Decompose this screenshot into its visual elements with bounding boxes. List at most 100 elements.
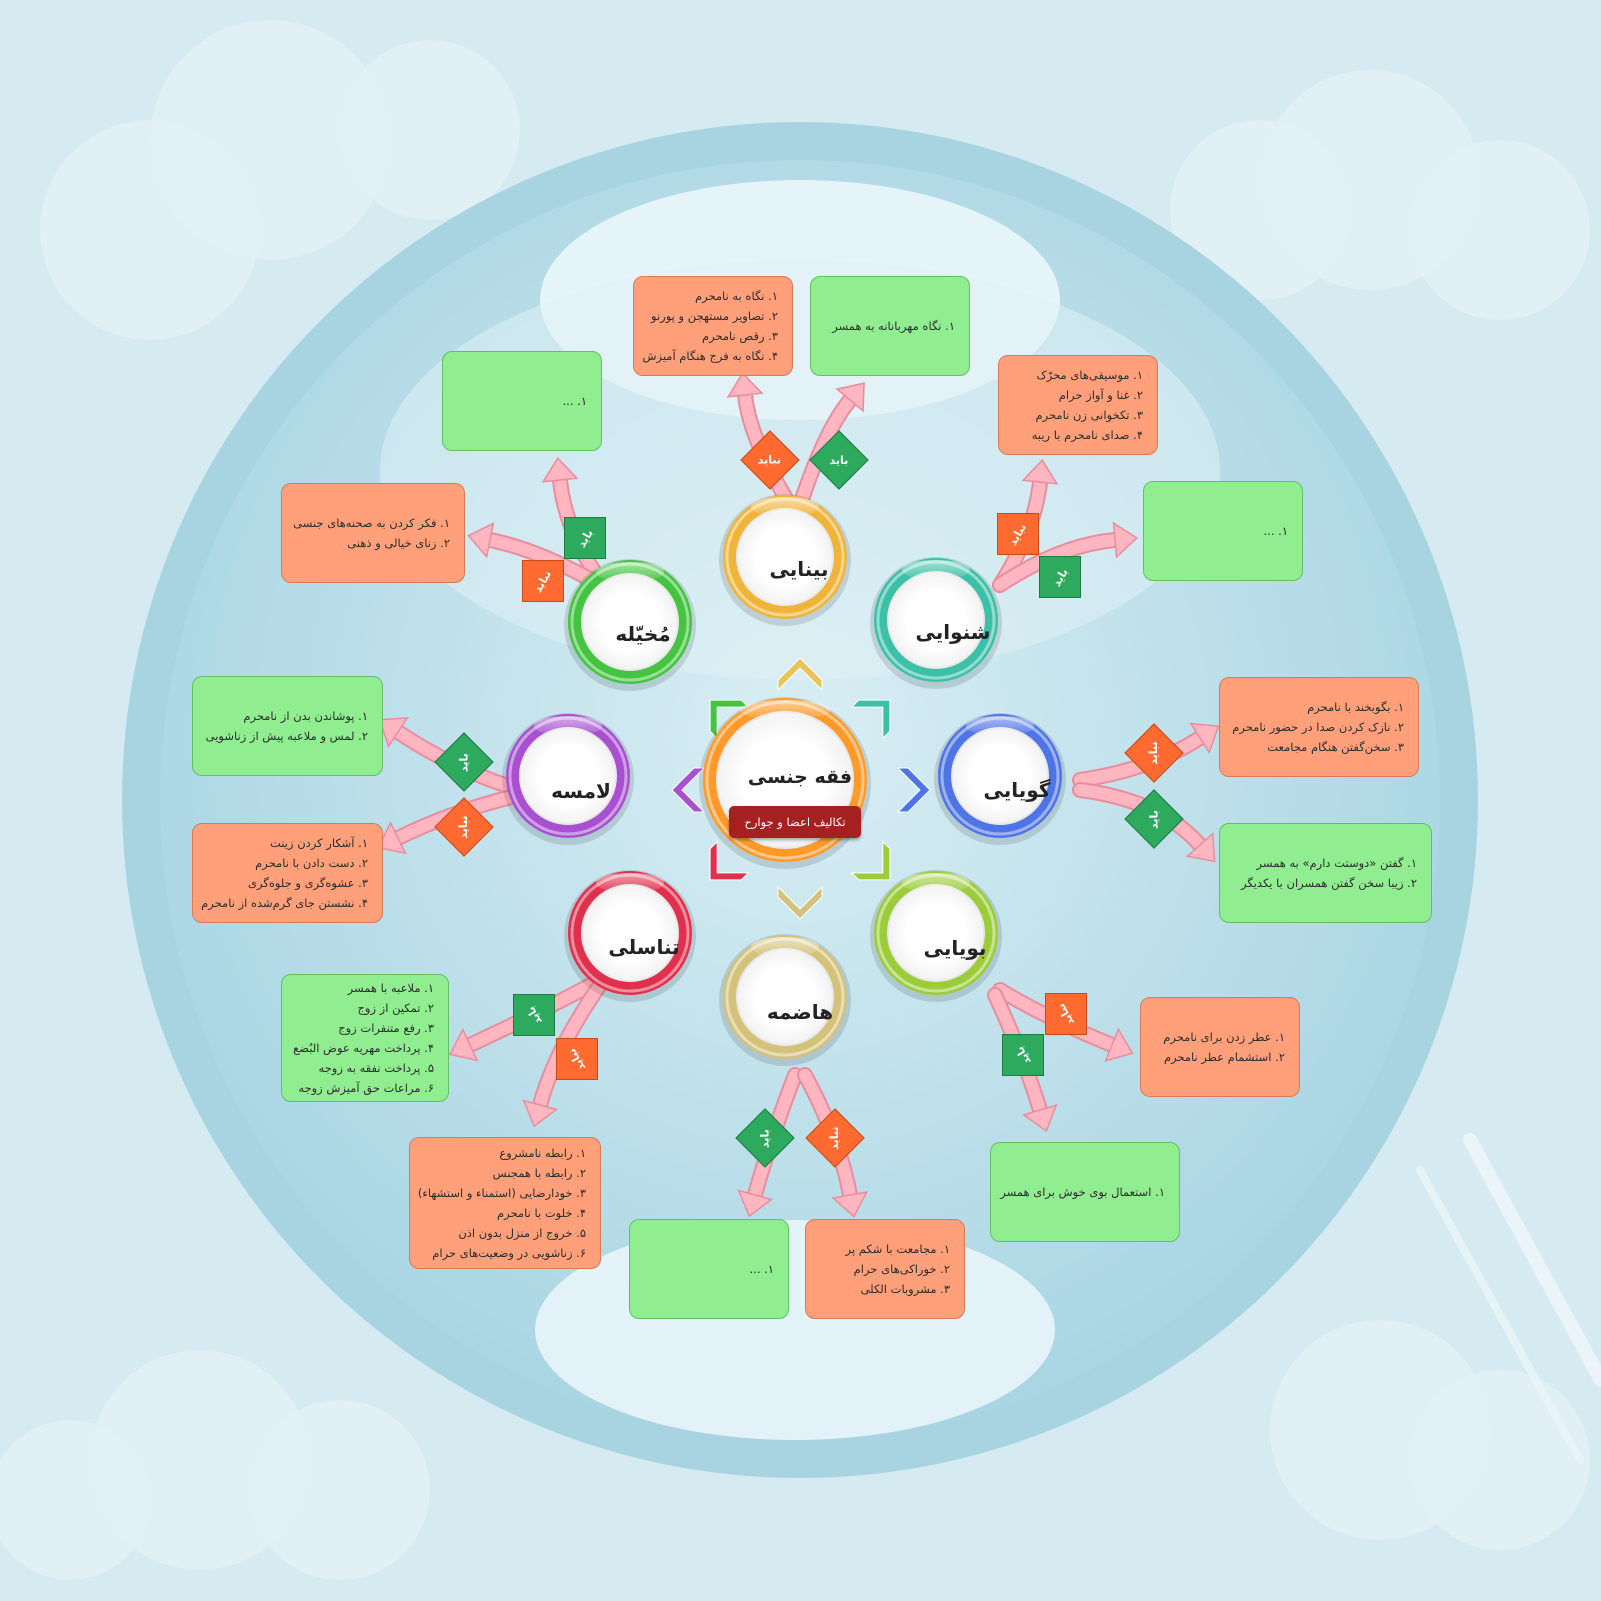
box-item: ۲. لمس و ملاعبه پیش از زناشویی xyxy=(205,729,368,743)
tag-text: باید xyxy=(1012,1043,1034,1067)
speech-node-gloss xyxy=(965,716,1035,736)
arrow-head xyxy=(831,1190,869,1218)
tag-reproductive-must: باید xyxy=(513,994,555,1036)
box-item: ۱. ... xyxy=(749,1262,774,1276)
cloud-shape xyxy=(40,120,260,340)
box-item: ۲. تمکین از زوج xyxy=(357,1001,434,1015)
box-item: ۴. نگاه به فرج هنگام آمیزش xyxy=(642,349,778,363)
box-item: ۳. رقص نامحرم xyxy=(701,329,778,343)
direction-chevron xyxy=(777,657,823,692)
box-item: ۲. زیبا سخن گفتن همسران با یکدیگر xyxy=(1241,876,1417,890)
digestion-node-face xyxy=(736,948,834,1046)
light-streak xyxy=(1463,1133,1601,1387)
cloud-shape xyxy=(1410,140,1590,320)
chevron-shape xyxy=(850,840,891,881)
arrow-head xyxy=(522,1099,559,1128)
digestion-node-gloss xyxy=(750,937,820,957)
chevron-shape xyxy=(709,840,750,881)
box-item: ۱. ... xyxy=(1263,524,1288,538)
hearing-must-box: ۱. ... xyxy=(1143,481,1303,581)
box-item: ۵. خروج از منزل بدون اذن xyxy=(458,1226,586,1240)
connector-arrow xyxy=(994,534,1121,591)
center-node-gloss xyxy=(739,700,831,720)
box-item: ۶. زناشویی در وضعیت‌های حرام xyxy=(432,1246,586,1260)
box-item: ۳. سخن‌گفتن هنگام مجامعت xyxy=(1267,740,1404,754)
box-item: ۱. رابطه نامشروع xyxy=(499,1146,586,1160)
tag-text: نباید xyxy=(565,1045,589,1073)
box-item: ۲. زنای خیالی و ذهنی xyxy=(347,536,450,550)
tag-text: باید xyxy=(1147,809,1161,829)
connector-arrow xyxy=(794,394,856,511)
direction-chevron xyxy=(850,840,891,881)
box-item: ۲. دست دادن با نامحرم xyxy=(255,856,368,870)
box-item: ۳. خودارضایی (استمناء و استشهاء) xyxy=(417,1186,586,1200)
vision-node-label: بینایی xyxy=(769,557,829,581)
arrow-head xyxy=(377,821,407,855)
box-item: ۱. آشکار کردن زینت xyxy=(270,836,368,850)
direction-chevron xyxy=(850,699,891,740)
box-item: ۲. خوراکی‌های حرام xyxy=(853,1262,950,1276)
tag-text: باید xyxy=(758,1128,772,1148)
digestion-must-box: ۱. ... xyxy=(629,1219,789,1319)
touch-node-gloss xyxy=(533,716,603,736)
tag-smell-must: باید xyxy=(1002,1034,1044,1076)
box-item: ۱. پوشاندن بدن از نامحرم xyxy=(243,709,368,723)
box-item: ۱. مجامعت با شکم پر xyxy=(845,1242,950,1256)
box-item: ۲. رابطه با همجنس xyxy=(492,1166,586,1180)
vision-must-box: ۱. نگاه مهربانانه به همسر xyxy=(810,276,970,376)
tag-imagination-must: باید xyxy=(564,517,606,559)
tag-text: باید xyxy=(523,1003,545,1027)
cloud-shape xyxy=(250,1400,430,1580)
box-item: ۴. پرداخت مهریه عوض البُضع xyxy=(293,1041,434,1055)
box-item: ۱. گفتن «دوستت دارم» به همسر xyxy=(1256,856,1417,870)
cloud-shape xyxy=(1170,120,1350,300)
tag-text: باید xyxy=(829,453,849,467)
speech-must-box: ۱. گفتن «دوستت دارم» به همسر ۲. زیبا سخن … xyxy=(1219,823,1432,923)
arrow-head xyxy=(1021,458,1059,485)
center-title: فقه جنسی xyxy=(747,766,853,788)
touch-must-not-box: ۱. آشکار کردن زینت ۲. دست دادن با نامحرم ۳… xyxy=(192,823,383,923)
box-item: ۱. عطر زدن برای نامحرم xyxy=(1163,1030,1285,1044)
arrow-head xyxy=(1022,1103,1058,1133)
tag-imagination-must-not: نباید xyxy=(522,560,564,602)
box-item: ۴. خلوت با نامحرم xyxy=(497,1206,586,1220)
box-item: ۱. استعمال بوی خوش برای همسر xyxy=(1000,1185,1165,1199)
box-item: ۳. مشروبات الکلی xyxy=(860,1282,950,1296)
arrow-head xyxy=(1104,1027,1134,1062)
box-item: ۲. نازک کردن صدا در حضور نامحرم xyxy=(1232,720,1404,734)
imagination-node-gloss xyxy=(595,562,665,582)
vision-node-gloss xyxy=(750,497,820,517)
box-item: ۳. رفع متنفرات زوج xyxy=(338,1021,434,1035)
arrow-head xyxy=(1189,722,1220,755)
box-item: ۲. تصاویر مستهجن و پورنو xyxy=(651,309,778,323)
arrow-head xyxy=(726,371,764,398)
arrow-head xyxy=(448,1027,479,1062)
tag-text: نباید xyxy=(457,815,471,839)
speech-node-label: گویایی xyxy=(983,778,1051,802)
box-item: ۲. غنا و آواز حرام xyxy=(1058,388,1143,402)
smell-node-face xyxy=(887,884,985,982)
box-item: ۳. عشوه‌گری و جلوه‌گری xyxy=(248,876,368,890)
cloud-shape xyxy=(340,40,520,220)
tag-smell-must-not: نباید xyxy=(1045,993,1087,1035)
speech-node-face xyxy=(951,727,1049,825)
direction-chevron xyxy=(896,767,931,813)
box-item: ۴. صدای نامحرم با ریبه xyxy=(1031,428,1143,442)
cloud-shape xyxy=(0,1420,150,1580)
tag-text: نباید xyxy=(828,1126,842,1150)
arrow-head xyxy=(378,717,409,748)
reproductive-node-label: تناسلی xyxy=(608,935,680,959)
light-streak xyxy=(1416,1166,1584,1464)
reproductive-node-gloss xyxy=(595,873,665,893)
box-item: ۵. پرداخت نفقه به زوجه xyxy=(318,1061,434,1075)
arrow-head xyxy=(835,382,865,413)
hearing-node-label: شنوایی xyxy=(915,620,991,644)
tag-hearing-must: باید xyxy=(1039,556,1081,598)
